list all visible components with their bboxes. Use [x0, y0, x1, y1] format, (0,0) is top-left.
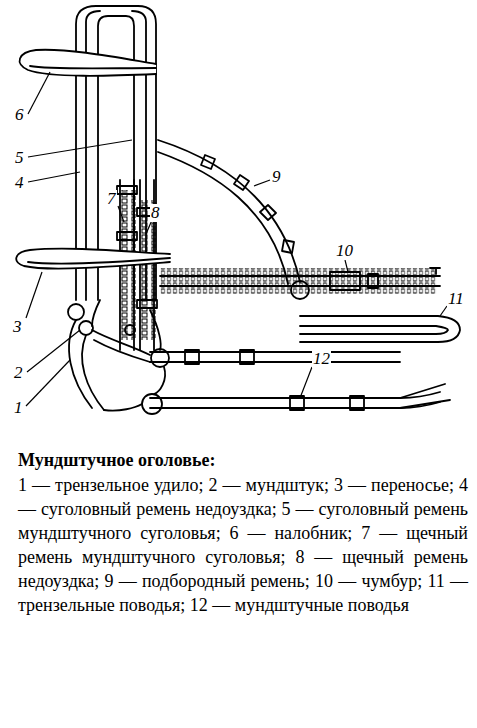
callout-number: 1: [13, 399, 24, 417]
callout-number: 8: [150, 204, 161, 222]
callout-number: 11: [447, 290, 465, 308]
callout-number: 7: [106, 190, 117, 208]
caption-title: Мундштучное оголовье:: [18, 449, 468, 471]
callout-number: 10: [335, 242, 354, 260]
callout-number: 2: [13, 364, 24, 382]
callout-number: 5: [14, 149, 25, 167]
callout-number: 12: [312, 350, 331, 368]
callout-number: 4: [14, 174, 25, 192]
callout-number: 9: [271, 168, 282, 186]
callout-number: 3: [12, 318, 23, 336]
callout-number: 6: [14, 106, 25, 124]
bridle-illustration: [0, 0, 477, 445]
caption-text: 1 — трензельное удило; 2 — мундштук; 3 —…: [18, 473, 468, 617]
